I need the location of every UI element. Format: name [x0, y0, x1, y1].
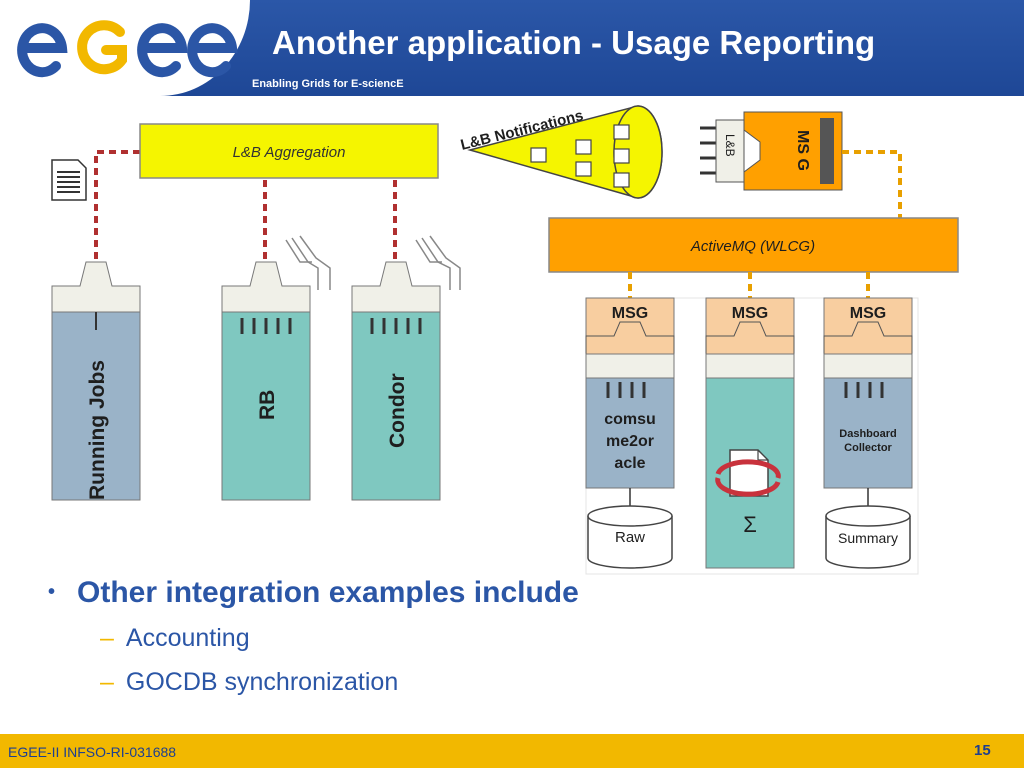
sub-item-gocdb-text: GOCDB synchronization: [125, 668, 399, 696]
collector-line-2: Collector: [844, 442, 892, 454]
sub-item-gocdb: –GOCDB synchronization: [100, 668, 398, 697]
slide-title: Another application - Usage Reporting: [272, 24, 876, 61]
document-refresh-icon: [715, 449, 781, 497]
rb-store: RB: [221, 261, 311, 501]
sub-item-accounting-text: Accounting: [125, 624, 250, 652]
connection-lines: [285, 235, 461, 290]
document-icon: [51, 159, 87, 201]
consumer-line-1: comsu: [604, 411, 656, 428]
msg-label-3: MSG: [850, 305, 886, 322]
sigma-store: MSG Σ: [705, 297, 795, 569]
logo-background: [0, 0, 250, 96]
activemq-label: ActiveMQ (WLCG): [690, 238, 815, 255]
egee-logo: [17, 20, 238, 78]
lb-aggregation-label: L&B Aggregation: [233, 144, 346, 161]
msg-plug-device: L&B MS G: [700, 111, 843, 191]
condor-label: Condor: [386, 373, 409, 448]
dash-marker: –: [100, 668, 114, 696]
activemq-box: [548, 217, 959, 273]
sub-item-accounting: –Accounting: [100, 624, 250, 653]
lb-plug-label: L&B: [723, 134, 737, 157]
summary-database: Summary: [825, 505, 911, 569]
lb-notifications-cone: L&B Notifications: [459, 105, 663, 199]
sigma-label: Σ: [743, 512, 757, 537]
msg-plug-label: MS G: [794, 130, 811, 171]
footer-project-code: EGEE-II INFSO-RI-031688: [8, 744, 177, 760]
plug-connector: [842, 150, 902, 218]
msg-label-2: MSG: [732, 305, 768, 322]
footer-bar: [0, 734, 1024, 768]
bullet-main-text: Other integration examples include: [77, 576, 579, 609]
slide-subtitle: Enabling Grids for E-sciencE: [252, 78, 404, 90]
raw-database: Raw: [587, 505, 673, 569]
lb-aggregation-box: [139, 123, 439, 179]
raw-db-label: Raw: [615, 529, 645, 546]
bullet-dot: •: [48, 581, 56, 603]
running-jobs-store: Running Jobs: [51, 261, 141, 501]
page-number: 15: [974, 742, 991, 759]
condor-store: Condor: [351, 261, 441, 501]
consumer-oracle-store: MSG comsu me2or acle: [585, 297, 675, 512]
bullet-main: • Other integration examples include: [48, 576, 579, 610]
summary-db-label: Summary: [838, 530, 898, 546]
aggregation-connectors: [94, 150, 397, 262]
consumer-line-3: acle: [614, 455, 645, 472]
dash-marker: –: [100, 624, 114, 652]
msg-label-1: MSG: [612, 305, 648, 322]
activemq-connectors: [628, 272, 870, 298]
consumer-line-2: me2or: [606, 433, 654, 450]
rb-label: RB: [256, 390, 279, 420]
running-jobs-label: Running Jobs: [86, 360, 109, 500]
usage-reporting-diagram: L&B Aggregation Running Jobs RB: [51, 105, 959, 575]
dashboard-collector-store: MSG Dashboard Collector: [823, 297, 913, 512]
collector-line-1: Dashboard: [839, 428, 896, 440]
